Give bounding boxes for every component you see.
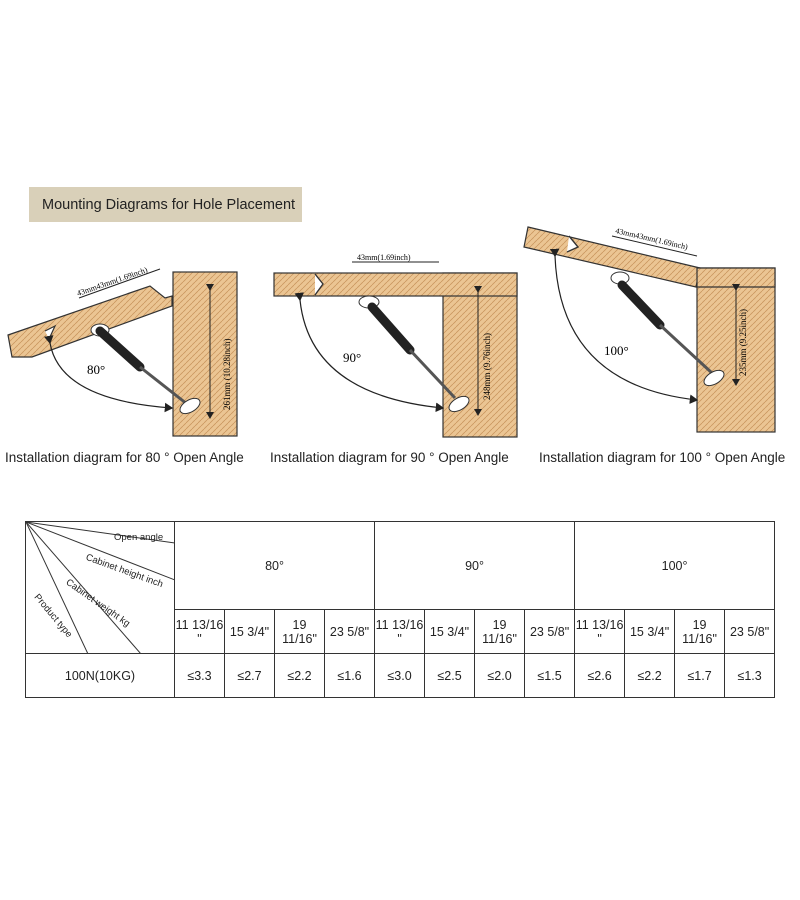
angle-label-80: 80° xyxy=(87,362,105,377)
width-label-90: 43mm(1.69inch) xyxy=(357,253,411,262)
product-type-cell: 100N(10KG) xyxy=(25,653,175,698)
angle-header-100: 100° xyxy=(574,521,776,610)
height-label-90: 248mm (9.76inch) xyxy=(482,333,492,400)
height-header: 11 13/16 " xyxy=(374,609,426,654)
height-label-80: 261mm (10.28inch) xyxy=(222,339,232,411)
diagram-100: 100° 43mm43mm(1.69inch) 235mm (9.25inch) xyxy=(523,226,776,433)
weight-cell: ≤2.0 xyxy=(474,653,526,698)
height-header: 15 3/4" xyxy=(424,609,476,654)
cabinet-door xyxy=(273,272,518,297)
corner-header: Open angle Cabinet height inch Cabinet w… xyxy=(25,521,175,654)
height-header: 23 5/8" xyxy=(524,609,576,654)
section-banner: Mounting Diagrams for Hole Placement xyxy=(29,187,302,222)
angle-header-90: 90° xyxy=(374,521,576,610)
cabinet-door xyxy=(7,285,173,358)
open-angle-label: Open angle xyxy=(114,532,164,543)
weight-cell: ≤1.6 xyxy=(323,653,376,698)
diagram-90: 90° 43mm(1.69inch) 248mm (9.76inch) xyxy=(273,253,518,438)
caption-90: Installation diagram for 90 ° Open Angle xyxy=(270,450,509,465)
weight-cell: ≤3.0 xyxy=(374,653,426,698)
height-header: 19 11/16" xyxy=(274,609,325,654)
banner-title: Mounting Diagrams for Hole Placement xyxy=(42,196,296,213)
gas-strut-cylinder xyxy=(617,280,665,330)
load-spec-table: Open angle Cabinet height inch Cabinet w… xyxy=(25,521,776,698)
height-header: 19 11/16" xyxy=(474,609,526,654)
height-header-row: 11 13/16 " 15 3/4" 19 11/16" 23 5/8" 11 … xyxy=(26,609,776,654)
weight-cell: ≤1.3 xyxy=(724,653,776,698)
weight-cell: ≤2.6 xyxy=(574,653,626,698)
weight-cell: ≤2.2 xyxy=(624,653,676,698)
height-header: 23 5/8" xyxy=(323,609,376,654)
table-row: 100N(10KG) ≤3.3 ≤2.7 ≤2.2 ≤1.6 ≤3.0 ≤2.5… xyxy=(25,653,776,698)
caption-100: Installation diagram for 100 ° Open Angl… xyxy=(539,450,786,465)
angle-header-80: 80° xyxy=(173,521,376,610)
height-header: 15 3/4" xyxy=(624,609,676,654)
diagram-80: 80° 43mm43mm(1.69inch) 261mm (10.28inch) xyxy=(7,265,238,437)
weight-cell: ≤1.7 xyxy=(674,653,726,698)
height-label-100: 235mm (9.25inch) xyxy=(738,309,748,376)
caption-80: Installation diagram for 80 ° Open Angle xyxy=(5,450,244,465)
height-header: 15 3/4" xyxy=(224,609,275,654)
weight-cell: ≤2.2 xyxy=(274,653,325,698)
cabinet-top xyxy=(696,267,776,288)
angle-header-row: Open angle Cabinet height inch Cabinet w… xyxy=(25,521,776,654)
angle-label-90: 90° xyxy=(343,350,361,365)
height-header: 23 5/8" xyxy=(724,609,776,654)
weight-cell: ≤2.7 xyxy=(224,653,275,698)
height-header: 11 13/16 " xyxy=(174,609,225,654)
corner-diagonals xyxy=(26,522,174,653)
installation-diagrams: 80° 43mm43mm(1.69inch) 261mm (10.28inch)… xyxy=(7,226,776,438)
height-header: 11 13/16 " xyxy=(574,609,626,654)
weight-cell: ≤1.5 xyxy=(524,653,576,698)
weight-cell: ≤2.5 xyxy=(424,653,476,698)
gas-strut-cylinder xyxy=(95,326,145,372)
gas-strut-cylinder xyxy=(367,302,415,355)
height-header: 19 11/16" xyxy=(674,609,726,654)
cabinet-side-panel xyxy=(442,272,518,438)
angle-label-100: 100° xyxy=(604,343,629,358)
weight-cell: ≤3.3 xyxy=(174,653,225,698)
